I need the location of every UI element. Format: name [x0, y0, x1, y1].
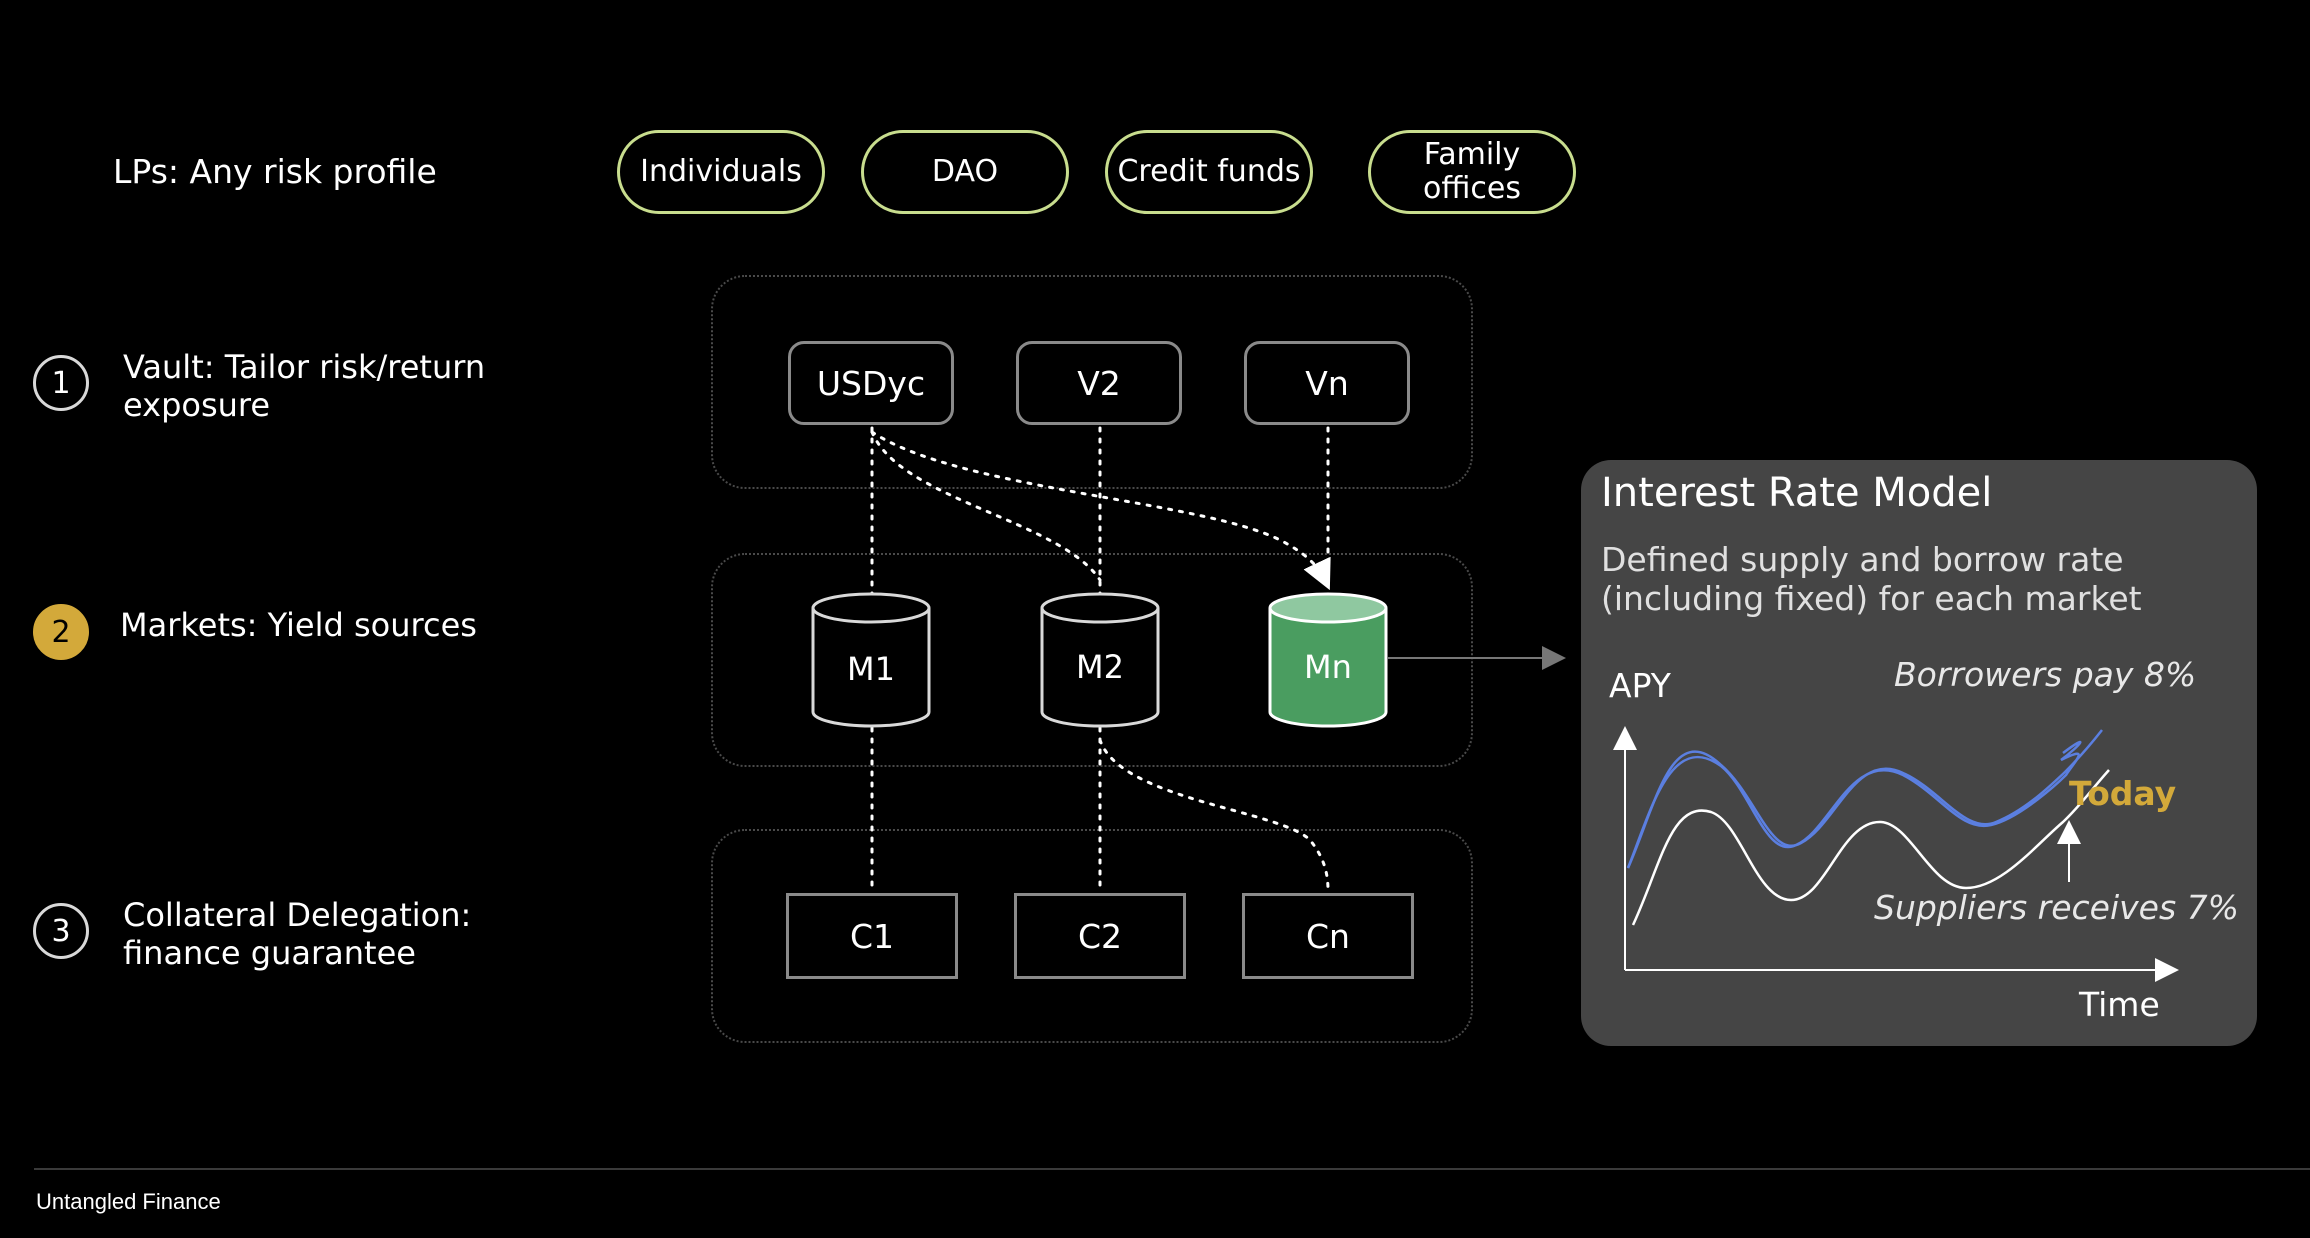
footer-brand: Untangled Finance: [36, 1189, 221, 1214]
market-cylinder-mn: [1268, 592, 1388, 728]
supply-rate-curve: [1631, 769, 2110, 926]
step-2-badge: 2: [33, 604, 89, 660]
connector-usdyc-mn: [870, 430, 1331, 591]
market-cylinder-m1: [811, 592, 931, 728]
collateral-c1: C1: [786, 893, 958, 979]
step-1-text: Vault: Tailor risk/return exposure: [123, 348, 486, 424]
market-group: [711, 553, 1473, 767]
market-cylinder-m2: [1040, 592, 1160, 728]
vault-usdyc: USDyc: [788, 341, 954, 425]
collateral-cn: Cn: [1242, 893, 1414, 979]
irm-x-label: Time: [2079, 985, 2160, 1024]
irm-today-label: Today: [2069, 774, 2177, 813]
market-label-mn: Mn: [1304, 648, 1352, 686]
irm-y-label: APY: [1609, 666, 1671, 705]
vault-group: [711, 275, 1473, 489]
irm-suppliers-label: Suppliers receives 7%: [1874, 888, 2239, 927]
collateral-group: [711, 829, 1473, 1043]
market-label-m2: M2: [1076, 648, 1124, 686]
irm-borrowers-label: Borrowers pay 8%: [1894, 655, 2197, 694]
irm-description: Defined supply and borrow rate (includin…: [1601, 540, 2142, 618]
connector-usdyc-m2: [870, 430, 1102, 582]
irm-title: Interest Rate Model: [1601, 470, 1993, 516]
step-2-text: Markets: Yield sources: [120, 606, 477, 644]
irm-chart: [1613, 726, 2179, 982]
step-3-text: Collateral Delegation: finance guarantee: [123, 896, 472, 972]
lp-pill-family-offices: Family offices: [1368, 130, 1576, 214]
step-1-badge: 1: [33, 355, 89, 411]
footer-divider: [34, 1168, 2310, 1170]
collateral-c2: C2: [1014, 893, 1186, 979]
lp-label: LPs: Any risk profile: [113, 152, 437, 191]
step-3-badge: 3: [33, 903, 89, 959]
vault-v2: V2: [1016, 341, 1182, 425]
lp-pill-individuals: Individuals: [617, 130, 825, 214]
interest-rate-model-panel: Interest Rate Model Defined supply and b…: [1581, 460, 2257, 1046]
lp-pill-dao: DAO: [861, 130, 1069, 214]
connector-m2-cn: [1098, 738, 1330, 892]
market-label-m1: M1: [847, 650, 895, 688]
lp-pill-credit-funds: Credit funds: [1105, 130, 1313, 214]
vault-vn: Vn: [1244, 341, 1410, 425]
borrow-rate-curve: [1626, 740, 2082, 869]
